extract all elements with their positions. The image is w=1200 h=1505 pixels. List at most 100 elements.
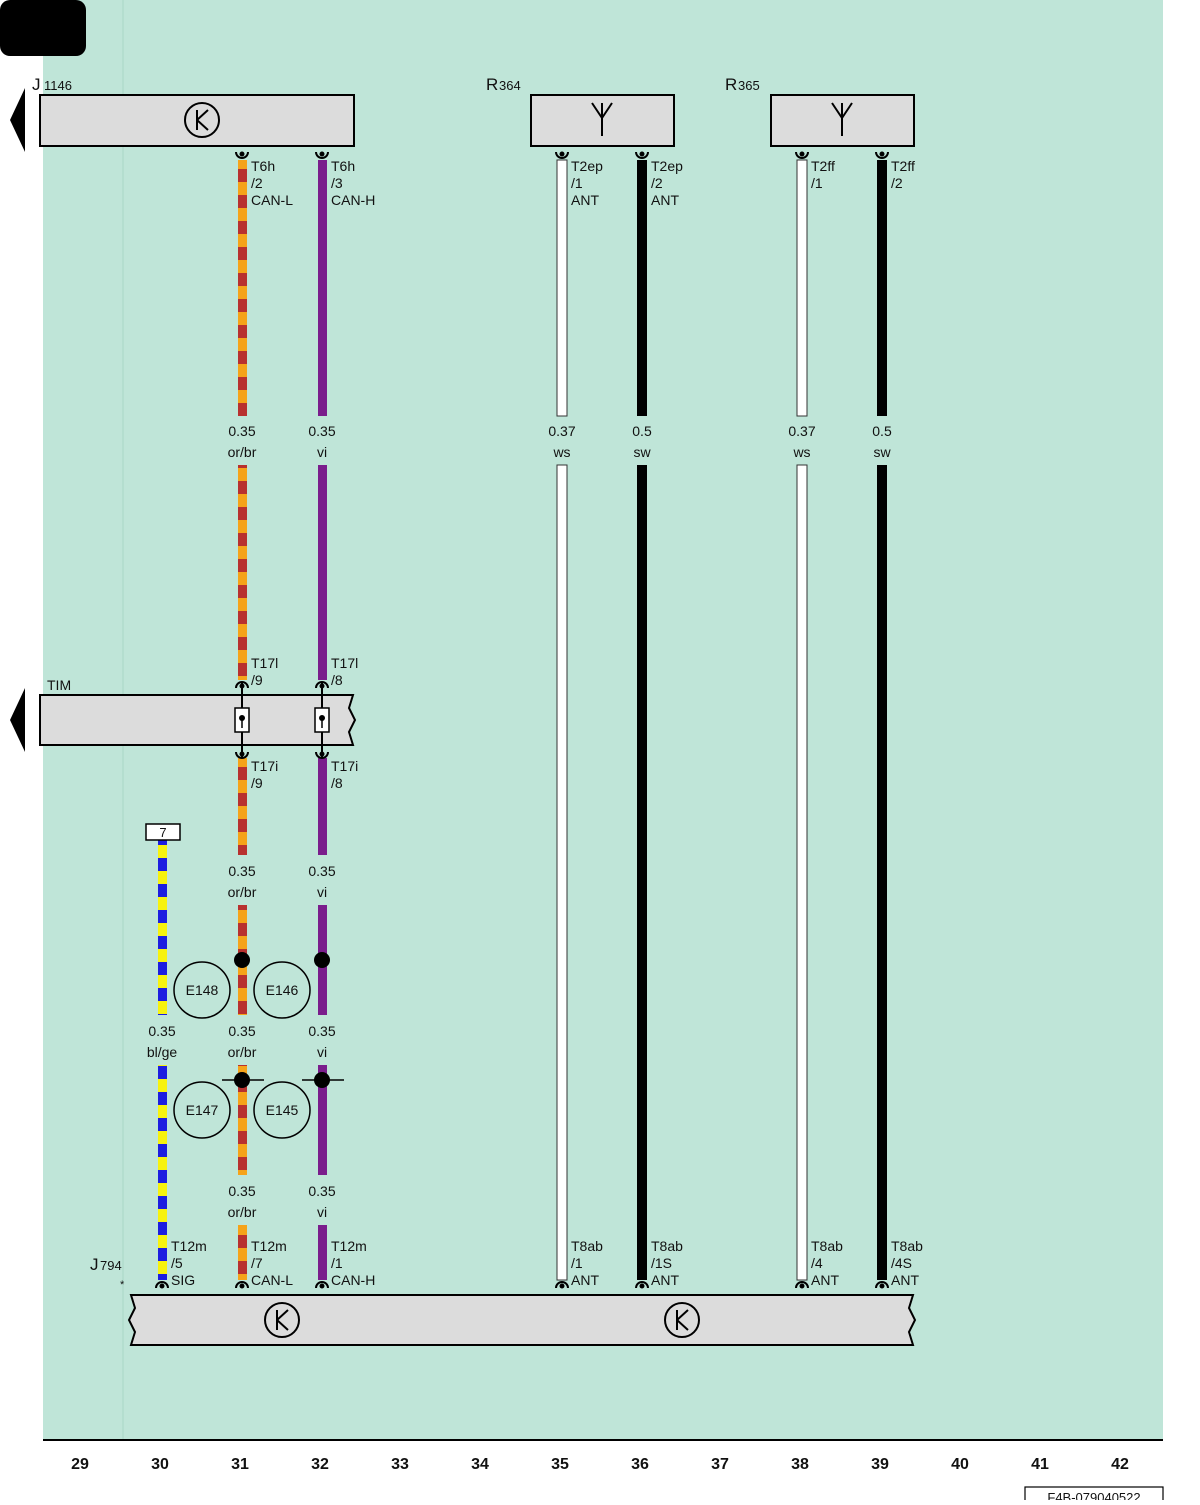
wire-vi[interactable]	[318, 465, 327, 680]
wire-or-br[interactable]	[238, 160, 247, 416]
column-number: 35	[551, 1456, 569, 1473]
pin-connector-icon	[795, 151, 809, 159]
wire-color-label: vi	[317, 444, 327, 460]
pin-label-r365-2: /2	[891, 175, 903, 191]
control-unit-transistor-icon	[184, 102, 220, 138]
pin-label-r365-2: T2ff	[891, 158, 915, 174]
pin-connector-icon	[315, 1281, 329, 1289]
splice-e146[interactable]	[253, 961, 311, 1019]
r364-sub: 364	[499, 78, 521, 93]
splice-e147[interactable]	[173, 1081, 231, 1139]
wire-ws[interactable]	[556, 159, 568, 417]
page-tab[interactable]	[0, 0, 86, 56]
j794-name: J	[90, 1255, 99, 1274]
pin-connector-icon	[555, 1281, 569, 1289]
pin-label-r364-ant1: ANT	[571, 192, 599, 208]
wire-or-br[interactable]	[238, 1225, 247, 1280]
j1146-sub: 1146	[44, 78, 72, 93]
pin-label-j1146-can-h: CAN-H	[331, 192, 375, 208]
pin-label-j794-sig: /5	[171, 1255, 183, 1271]
j794-sub: 794	[100, 1258, 122, 1273]
splice-e148-label: E148	[186, 982, 219, 998]
column-number: 33	[391, 1456, 409, 1473]
wire-vi[interactable]	[318, 758, 327, 855]
wire-gauge-label: 0.35	[148, 1023, 175, 1039]
pin-connector-icon	[795, 1281, 809, 1289]
pin-connector-icon	[315, 151, 329, 159]
pin-label-r364-ant2: T2ep	[651, 158, 683, 174]
wire-ws[interactable]	[796, 464, 808, 1281]
pin-label-tim-top-9: /9	[251, 672, 263, 688]
wire-gauge-label: 0.35	[308, 1023, 335, 1039]
control-unit-transistor-icon	[264, 1302, 300, 1338]
left-continuation-arrow-icon[interactable]	[10, 688, 25, 752]
wire-gauge-label: 0.35	[308, 863, 335, 879]
column-number: 32	[311, 1456, 329, 1473]
wire-ws[interactable]	[556, 464, 568, 1281]
pin-label-j794-can-l: /7	[251, 1255, 263, 1271]
wire-bl-ge[interactable]	[158, 1065, 167, 1280]
wire-vi[interactable]	[318, 160, 327, 416]
wire-bl-ge[interactable]	[158, 840, 167, 1015]
pin-connector-icon	[235, 751, 249, 759]
splice-e147-label: E147	[186, 1102, 219, 1118]
pin-connector-icon	[315, 751, 329, 759]
j1146-name: J	[32, 75, 41, 94]
pin-label-j794-ant4s: T8ab	[891, 1238, 923, 1254]
wire-gauge-label: 0.35	[228, 1183, 255, 1199]
column-number: 30	[151, 1456, 169, 1473]
wire-color-label: bl/ge	[147, 1044, 178, 1060]
doc-reference: F4B-079040522	[1047, 1490, 1140, 1500]
splice-e146-label: E146	[266, 982, 299, 998]
pin-label-j794-ant1s: /1S	[651, 1255, 672, 1271]
wire-sw[interactable]	[877, 160, 887, 416]
column-number: 39	[871, 1456, 889, 1473]
pin-label-r364-ant2: /2	[651, 175, 663, 191]
wire-color-label: ws	[552, 444, 570, 460]
component-j794[interactable]	[127, 1294, 917, 1346]
pin-label-tim-top-8: /8	[331, 672, 343, 688]
component-tim[interactable]	[39, 694, 357, 746]
r364-name: R	[486, 75, 498, 94]
wire-vi[interactable]	[318, 1225, 327, 1280]
wire-gauge-label: 0.35	[228, 863, 255, 879]
column-number: 34	[471, 1456, 489, 1473]
wire-gauge-label: 0.37	[548, 423, 575, 439]
column-number: 36	[631, 1456, 649, 1473]
wire-vi[interactable]	[318, 1065, 327, 1175]
fuse-box[interactable]	[145, 823, 181, 841]
pin-label-tim-bot-9: T17i	[251, 758, 278, 774]
wire-gauge-label: 0.37	[788, 423, 815, 439]
splice-dot	[302, 1072, 344, 1088]
pin-label-r365-1: T2ff	[811, 158, 835, 174]
wire-separation-point-icon	[314, 707, 330, 733]
fuse-box-label: 7	[159, 825, 166, 840]
column-number: 29	[71, 1456, 89, 1473]
wire-sw[interactable]	[637, 160, 647, 416]
control-unit-transistor-icon	[664, 1302, 700, 1338]
splice-e148[interactable]	[173, 961, 231, 1019]
pin-label-j794-can-h: /1	[331, 1255, 343, 1271]
splice-e145[interactable]	[253, 1081, 311, 1139]
pin-connector-icon	[875, 1281, 889, 1289]
wire-ws[interactable]	[796, 159, 808, 417]
wire-gauge-label: 0.35	[308, 423, 335, 439]
wire-or-br[interactable]	[238, 465, 247, 680]
left-continuation-arrow-icon[interactable]	[10, 88, 25, 152]
wire-sw[interactable]	[637, 465, 647, 1280]
pin-label-tim-bot-8: T17i	[331, 758, 358, 774]
wire-or-br[interactable]	[238, 758, 247, 855]
pin-label-r364-ant1: T2ep	[571, 158, 603, 174]
pin-label-j794-ant1: ANT	[571, 1272, 599, 1288]
wire-sw[interactable]	[877, 465, 887, 1280]
pin-label-r364-ant1: /1	[571, 175, 583, 191]
pin-label-j794-ant1: /1	[571, 1255, 583, 1271]
pin-label-tim-bot-8: /8	[331, 775, 343, 791]
pin-connector-icon	[875, 151, 889, 159]
wire-labels-group: 0.35or/br0.35vi0.37ws0.5sw0.37ws0.5sw0.3…	[147, 423, 892, 1220]
wire-color-label: vi	[317, 884, 327, 900]
wire-or-br[interactable]	[238, 1065, 247, 1175]
pin-label-j794-ant4s: /4S	[891, 1255, 912, 1271]
